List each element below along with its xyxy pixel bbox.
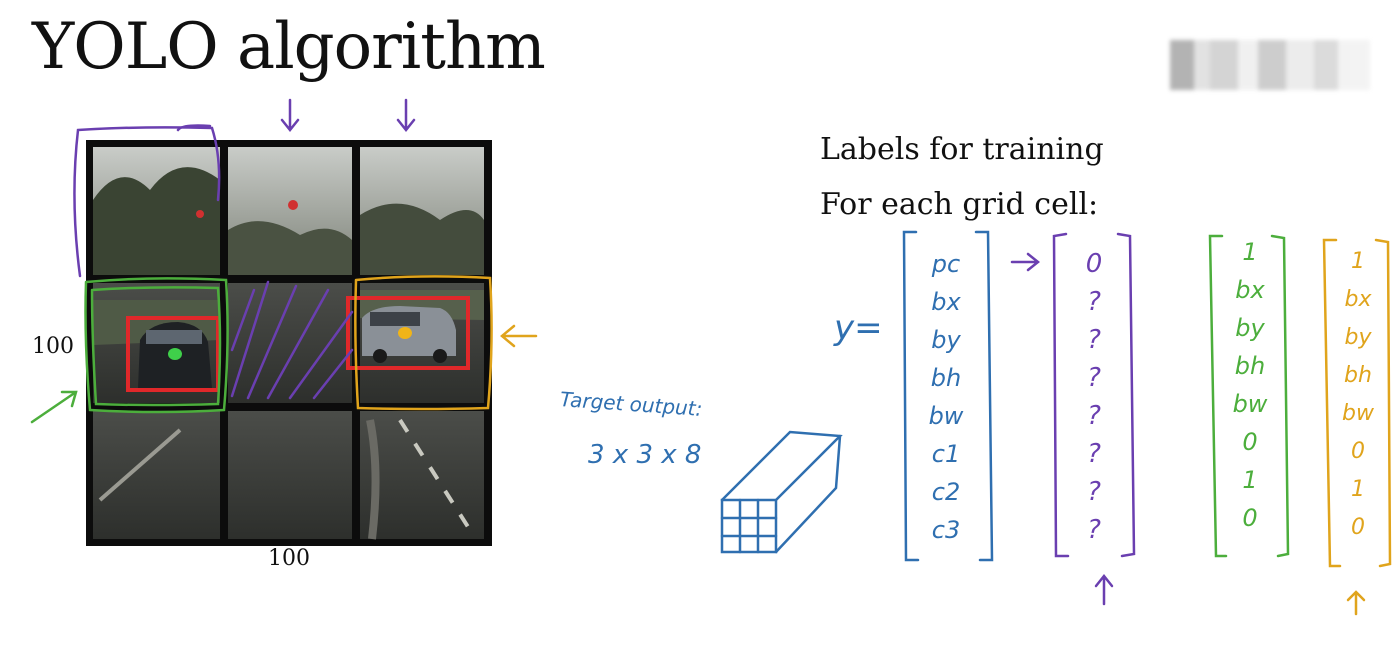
green-object-vector-entry-1: bx — [1235, 276, 1265, 304]
orange-object-vector-entry-6: 1 — [1351, 477, 1365, 502]
orange-object-vector-brackets — [1322, 238, 1392, 616]
y-vector-entries: pc bx by bh bw c1 c2 c3 — [929, 250, 964, 544]
no-object-vector-entry-1: ? — [1087, 287, 1101, 317]
car-bounding-box-right — [346, 296, 470, 370]
orange-midpoint — [398, 327, 412, 339]
car-bounding-box-left — [126, 316, 220, 392]
green-object-vector-entry-2: by — [1235, 314, 1265, 342]
grid-cell-caption: For each grid cell: — [820, 187, 1099, 222]
y-vector-entry-6: c2 — [932, 478, 960, 506]
no-object-vector-entry-2: ? — [1087, 325, 1101, 355]
no-object-vector-entry-4: ? — [1087, 401, 1101, 431]
no-object-vector-brackets — [1010, 232, 1136, 606]
y-vector-entry-2: by — [931, 326, 961, 354]
orange-object-vector-entry-1: bx — [1345, 287, 1373, 312]
image-width-label: 100 — [268, 546, 310, 571]
no-object-vector-entry-0: 0 — [1086, 249, 1103, 279]
orange-object-vector-entries: 1 bx by bh bw 0 1 0 — [1342, 249, 1375, 540]
orange-object-vector-entry-7: 0 — [1351, 515, 1365, 540]
y-vector-brackets — [902, 230, 994, 562]
y-vector-entry-4: bw — [929, 402, 964, 430]
green-object-vector-brackets — [1208, 234, 1290, 558]
slide-title: YOLO algorithm — [32, 10, 546, 84]
orange-object-vector-entry-0: 1 — [1351, 249, 1365, 274]
orange-object-vector-entry-2: by — [1345, 325, 1373, 350]
green-object-vector-entry-4: bw — [1233, 390, 1268, 418]
y-vector-entry-7: c3 — [932, 516, 960, 544]
no-object-vector-entry-7: ? — [1087, 515, 1101, 545]
orange-object-vector-entry-4: bw — [1342, 401, 1375, 426]
green-object-vector-entries: 1 bx by bh bw 0 1 0 — [1233, 238, 1268, 532]
labels-title: Labels for training — [820, 132, 1104, 167]
green-midpoint — [168, 348, 182, 360]
green-object-vector-entry-3: bh — [1235, 352, 1265, 380]
green-object-vector-entry-5: 0 — [1242, 428, 1257, 456]
no-object-vector-entries: 0??????? — [1086, 249, 1103, 545]
green-cell-annotation — [30, 277, 229, 424]
no-object-vector-entry-5: ? — [1087, 439, 1101, 469]
purple-cell-annotation — [73, 98, 416, 400]
no-object-vector-entry-3: ? — [1087, 363, 1101, 393]
y-vector-entry-1: bx — [931, 288, 961, 316]
logo — [1170, 40, 1370, 90]
orange-object-vector-entry-3: bh — [1344, 363, 1372, 388]
green-object-vector-entry-6: 1 — [1242, 466, 1257, 494]
orange-cell-annotation — [354, 275, 538, 411]
no-object-vector-entry-6: ? — [1087, 477, 1101, 507]
y-vector-entry-0: pc — [931, 250, 960, 278]
target-output-shape: 3 x 3 x 8 — [588, 440, 702, 470]
green-object-vector-entry-7: 0 — [1242, 504, 1257, 532]
orange-object-vector-entry-5: 0 — [1351, 439, 1365, 464]
road-image — [86, 140, 492, 546]
green-object-vector-entry-0: 1 — [1242, 238, 1257, 266]
y-vector-entry-5: c1 — [932, 440, 960, 468]
y-vector-entry-3: bh — [931, 364, 961, 392]
image-height-label: 100 — [32, 334, 74, 359]
target-output-cube-icon — [720, 430, 843, 554]
y-label: y= — [834, 308, 883, 348]
